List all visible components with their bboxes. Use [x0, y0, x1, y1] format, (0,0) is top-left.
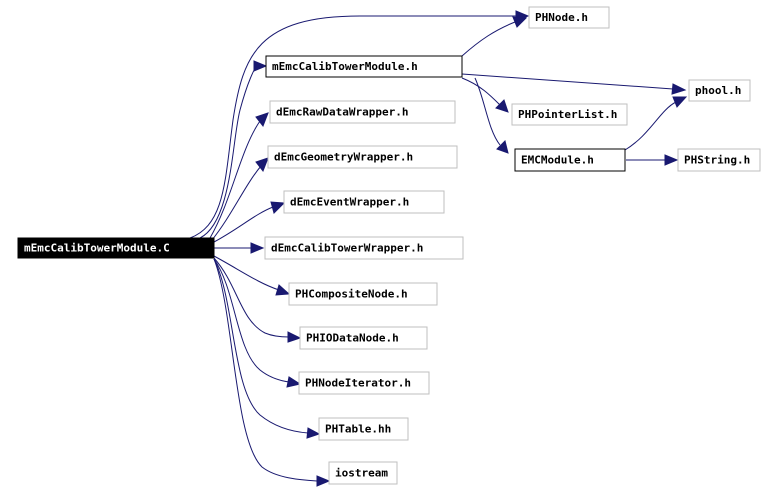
- edge-memccalibtowermodule-h-to-phool: [461, 73, 674, 90]
- node-phstring-label: PHString.h: [684, 154, 750, 167]
- arrowhead: [275, 284, 291, 296]
- node-phool-box: [688, 79, 751, 102]
- node-phcompositenode-label: PHCompositeNode.h: [295, 288, 408, 301]
- node-emcmodule-box: [514, 148, 626, 172]
- node-demceventwrapper-label: dEmcEventWrapper.h: [290, 196, 409, 209]
- node-phcompositenode-box: [288, 282, 438, 306]
- node-phool[interactable]: phool.h: [688, 79, 751, 102]
- arrowhead: [664, 154, 679, 166]
- node-emcmodule-label: EMCModule.h: [521, 154, 594, 167]
- node-emcmodule[interactable]: EMCModule.h: [514, 148, 626, 172]
- node-phnode[interactable]: PHNode.h: [528, 6, 610, 29]
- node-phstring-box: [677, 148, 761, 172]
- node-phtable[interactable]: PHTable.hh: [318, 417, 409, 441]
- arrowhead: [250, 242, 265, 254]
- arrowhead: [253, 60, 268, 72]
- edge-memccalibtowermodule-h-to-emcmodule: [474, 77, 501, 146]
- arrowhead: [287, 331, 302, 343]
- node-demceventwrapper-box: [283, 190, 445, 214]
- node-demceventwrapper[interactable]: dEmcEventWrapper.h: [283, 190, 445, 214]
- node-demcgeometrywrapper-box: [267, 145, 458, 169]
- node-iostream-box: [328, 461, 398, 485]
- edge-root-to-phnode: [189, 15, 516, 239]
- edges: [189, 10, 688, 487]
- node-demcgeometrywrapper-label: dEmcGeometryWrapper.h: [274, 151, 413, 164]
- edge-root-to-memccalibtowermodule-h: [199, 66, 257, 239]
- node-phtable-box: [318, 417, 409, 441]
- arrowhead: [512, 16, 528, 28]
- node-demcrawdatawrapper[interactable]: dEmcRawDataWrapper.h: [269, 100, 456, 124]
- node-root[interactable]: mEmcCalibTowerModule.C: [17, 237, 215, 259]
- node-phpointerlist[interactable]: PHPointerList.h: [511, 103, 628, 126]
- edge-root-to-phiodatanode: [213, 257, 290, 338]
- node-iostream[interactable]: iostream: [328, 461, 398, 485]
- arrowhead: [286, 376, 302, 388]
- arrowhead: [255, 112, 269, 128]
- node-iostream-label: iostream: [335, 467, 388, 480]
- arrowhead: [306, 427, 321, 439]
- node-demcgeometrywrapper[interactable]: dEmcGeometryWrapper.h: [267, 145, 458, 169]
- node-phool-label: phool.h: [695, 84, 741, 97]
- arrowhead: [255, 157, 269, 173]
- node-phstring[interactable]: PHString.h: [677, 148, 761, 172]
- node-phcompositenode[interactable]: PHCompositeNode.h: [288, 282, 438, 306]
- arrowhead: [495, 99, 509, 113]
- node-phtable-label: PHTable.hh: [325, 423, 391, 436]
- node-demccalibtowerwrapper-box: [264, 236, 464, 260]
- edge-root-to-demcrawdatawrapper: [209, 120, 261, 239]
- node-phnode-label: PHNode.h: [535, 11, 588, 24]
- node-demcrawdatawrapper-box: [269, 100, 456, 124]
- node-phnodeiterator-box: [298, 371, 430, 395]
- node-demcrawdatawrapper-label: dEmcRawDataWrapper.h: [276, 106, 408, 119]
- node-phpointerlist-box: [511, 103, 628, 126]
- arrowhead: [672, 96, 688, 108]
- node-phnodeiterator-label: PHNodeIterator.h: [305, 377, 411, 390]
- node-root-box: [17, 237, 215, 259]
- node-memccalibtowermodule-h-label: mEmcCalibTowerModule.h: [272, 60, 418, 73]
- edge-emcmodule-to-phool: [624, 101, 677, 151]
- node-phiodatanode[interactable]: PHIODataNode.h: [299, 326, 428, 350]
- node-root-label: mEmcCalibTowerModule.C: [24, 242, 170, 255]
- edge-root-to-phnodeiterator: [213, 258, 290, 383]
- arrowhead: [270, 201, 286, 214]
- node-demccalibtowerwrapper[interactable]: dEmcCalibTowerWrapper.h: [264, 236, 464, 260]
- edge-memccalibtowermodule-h-to-phpointerlist: [461, 77, 501, 106]
- node-phiodatanode-label: PHIODataNode.h: [306, 332, 399, 345]
- node-memccalibtowermodule-h-box: [265, 55, 463, 78]
- arrowhead: [496, 140, 509, 154]
- edge-root-to-iostream: [213, 258, 318, 482]
- edge-root-to-phcompositenode: [213, 255, 280, 291]
- node-phpointerlist-label: PHPointerList.h: [518, 108, 617, 121]
- edge-root-to-demceventwrapper: [213, 206, 274, 243]
- edge-memccalibtowermodule-h-to-phnode: [461, 21, 516, 57]
- nodes: mEmcCalibTowerModule.C PHNode.h mEmcCali…: [17, 6, 761, 485]
- node-memccalibtowermodule-h[interactable]: mEmcCalibTowerModule.h: [265, 55, 463, 78]
- node-phnode-box: [528, 6, 610, 29]
- arrowhead: [316, 475, 331, 487]
- node-phiodatanode-box: [299, 326, 428, 350]
- edge-root-to-demcgeometrywrapper: [211, 165, 262, 241]
- edge-root-to-phtable: [213, 258, 309, 434]
- node-demccalibtowerwrapper-label: dEmcCalibTowerWrapper.h: [271, 242, 423, 255]
- arrowhead: [671, 83, 687, 95]
- node-phnodeiterator[interactable]: PHNodeIterator.h: [298, 371, 430, 395]
